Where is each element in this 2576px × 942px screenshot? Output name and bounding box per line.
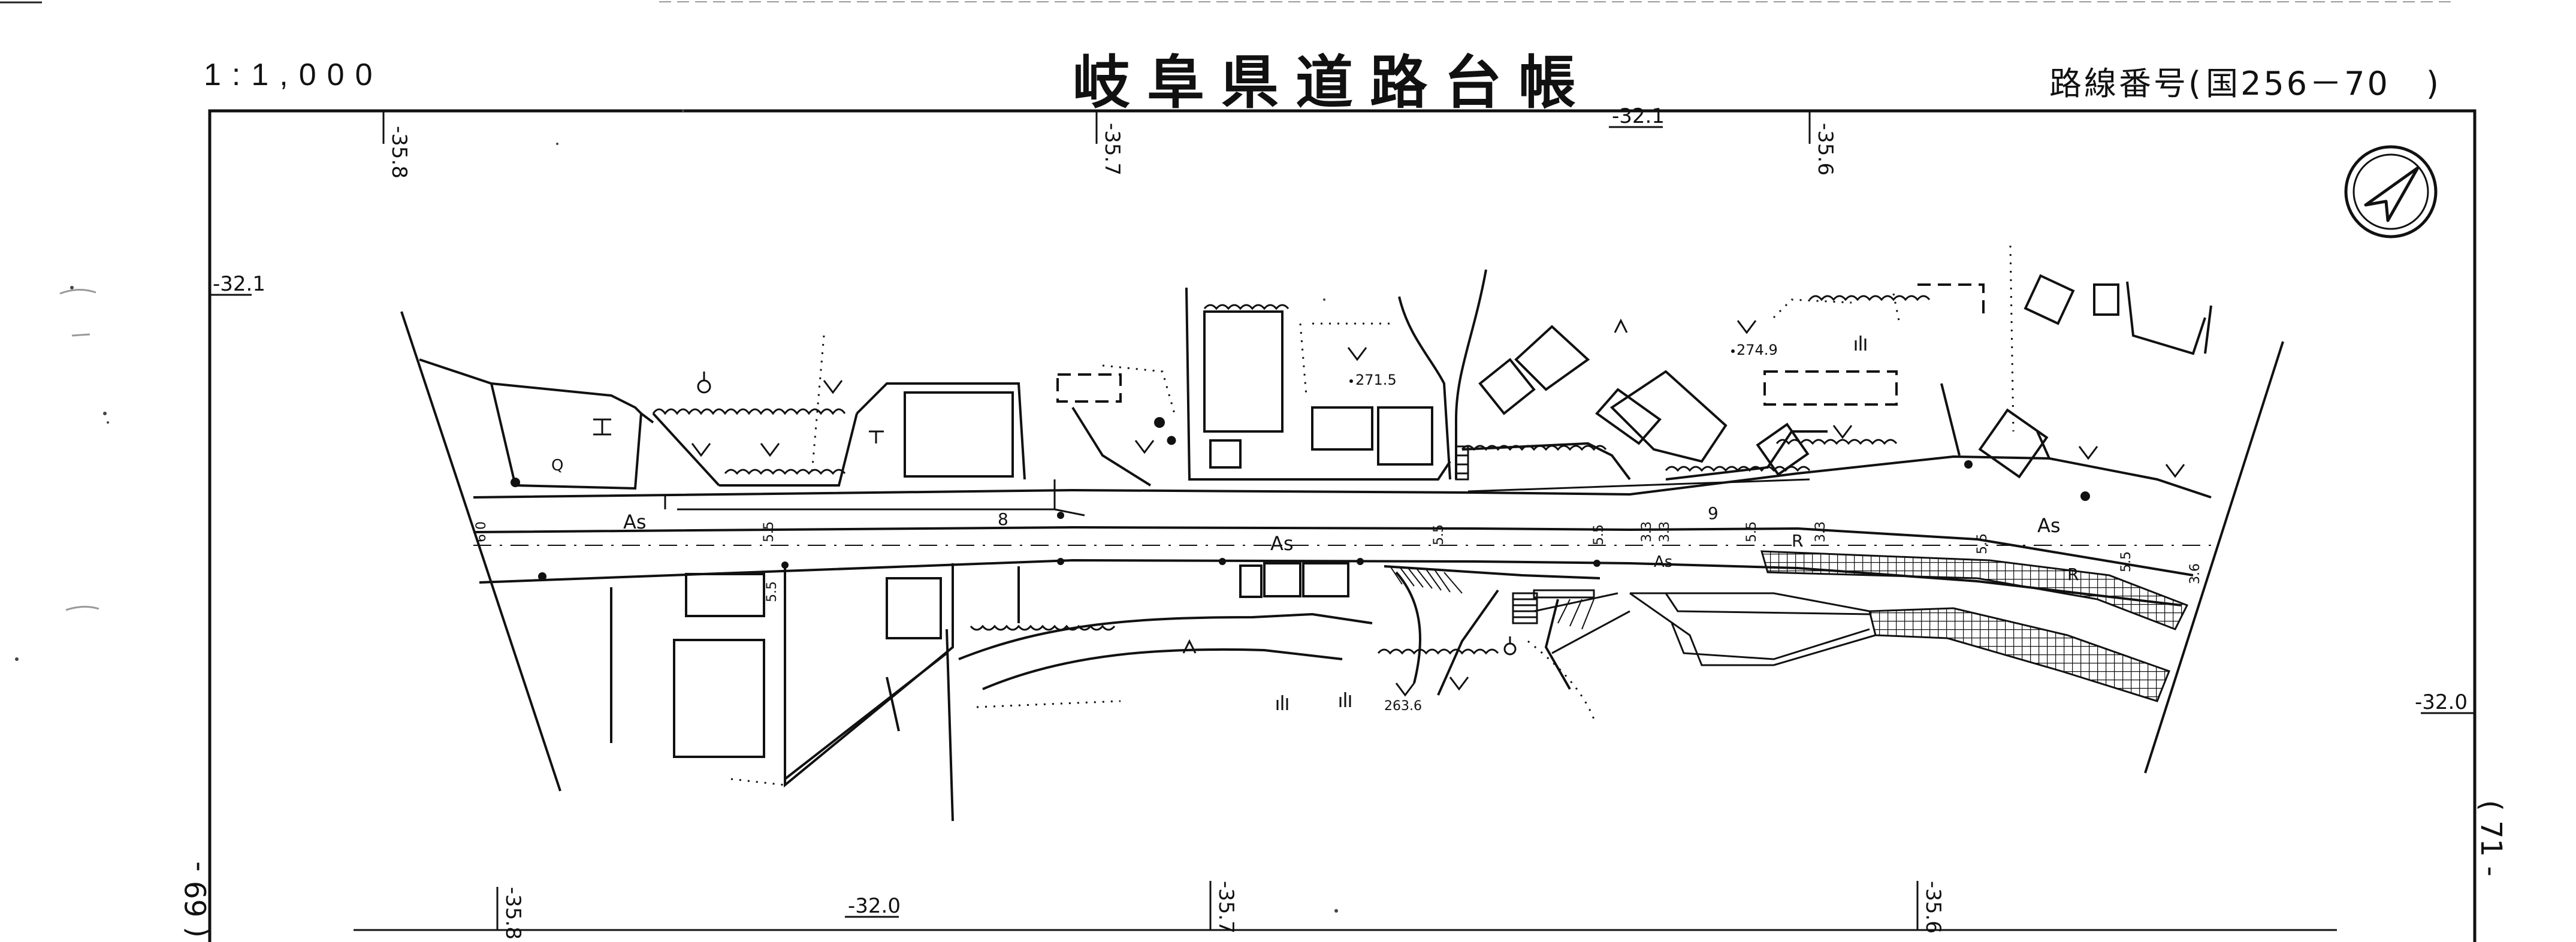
route-number-label: 路線番号(国256－70)	[2049, 57, 2441, 104]
border-label-right: -32.0	[2415, 690, 2468, 714]
border-label-bottom: -32.0	[848, 894, 901, 918]
stepped-embankment	[1533, 592, 1876, 666]
road-width-label: 5.5	[2119, 551, 2134, 572]
border-label-bottom: -35.8	[501, 887, 525, 940]
road-width-label: 6.0	[474, 521, 489, 542]
road-carriageway	[473, 455, 2217, 606]
retaining-wall-hatch	[1760, 550, 2189, 630]
north-side-features	[419, 269, 2212, 490]
route-open-paren: (	[2188, 65, 2204, 102]
route-label-text: 路線番号	[2049, 65, 2188, 102]
route-close-paren: )	[2426, 65, 2441, 102]
border-label-left: -32.1	[213, 272, 265, 296]
scan-marks	[59, 289, 99, 611]
north-arrow-icon	[2344, 145, 2438, 238]
road-width-label: 5.5	[765, 581, 780, 602]
road-width-label: 9	[1708, 503, 1719, 523]
border-label-bottom: -35.6	[1921, 881, 1945, 934]
section-cut-line	[2144, 341, 2284, 774]
road-width-label: 5.5	[762, 521, 777, 542]
road-width-label: 8	[998, 509, 1008, 529]
dry-field-symbol	[691, 320, 2185, 697]
border-label-top: -35.8	[387, 126, 411, 179]
embankment-hatch	[1868, 607, 2170, 702]
road-width-label: 3.3	[1657, 521, 1672, 542]
map-title: 岐阜県道路台帳	[1073, 49, 1593, 116]
section-cut-line	[400, 311, 561, 792]
pavement-label: As	[2037, 514, 2061, 537]
retaining-wall-label: R	[1792, 531, 1803, 551]
spot-elevation: 274.9	[1737, 342, 1778, 358]
road-width-label: 5.5	[1591, 524, 1606, 545]
grass-symbol	[1276, 336, 1867, 710]
spot-elevation: 271.5	[1355, 372, 1397, 388]
road-width-label: 5.5	[1975, 533, 1990, 554]
road-width-label: 3.3	[1813, 521, 1828, 542]
retaining-wall-label: R	[2067, 564, 2079, 584]
border-label-top: -35.6	[1813, 123, 1837, 176]
slope-hachures	[1390, 566, 1594, 630]
road-width-label: 3.3	[1639, 521, 1654, 542]
map-scale: 1:1,000	[204, 58, 383, 92]
pavement-label: As	[1654, 553, 1672, 571]
road-width-label: 3.6	[2188, 563, 2203, 584]
marker-symbol	[593, 418, 1176, 445]
parcel-boundaries	[730, 245, 2015, 786]
border-label-top: -32.1	[1612, 104, 1665, 128]
map-frame	[208, 109, 2477, 942]
stairs	[1455, 445, 1595, 624]
broadleaf-tree-symbol	[697, 318, 1628, 656]
south-side-features	[610, 562, 1600, 822]
hedge-lines	[652, 295, 1931, 655]
spot-elevation: 263.6	[1384, 699, 1422, 714]
scan-specks	[15, 110, 1338, 913]
pavement-label: As	[1270, 532, 1294, 555]
pavement-label: As	[623, 511, 647, 533]
map-annotations: 271.5 274.9 263.6 As As As As 8 9 6.0 5.…	[474, 342, 2203, 714]
route-number: 国256－70	[2206, 65, 2390, 102]
map-symbol-label: Q	[551, 457, 563, 475]
planned-structures	[1056, 283, 1985, 406]
road-width-label: 5.5	[1432, 524, 1446, 545]
road-width-label: 5.5	[1744, 521, 1759, 542]
border-label-bottom: -35.7	[1214, 881, 1238, 934]
border-label-top: -35.7	[1100, 123, 1124, 176]
